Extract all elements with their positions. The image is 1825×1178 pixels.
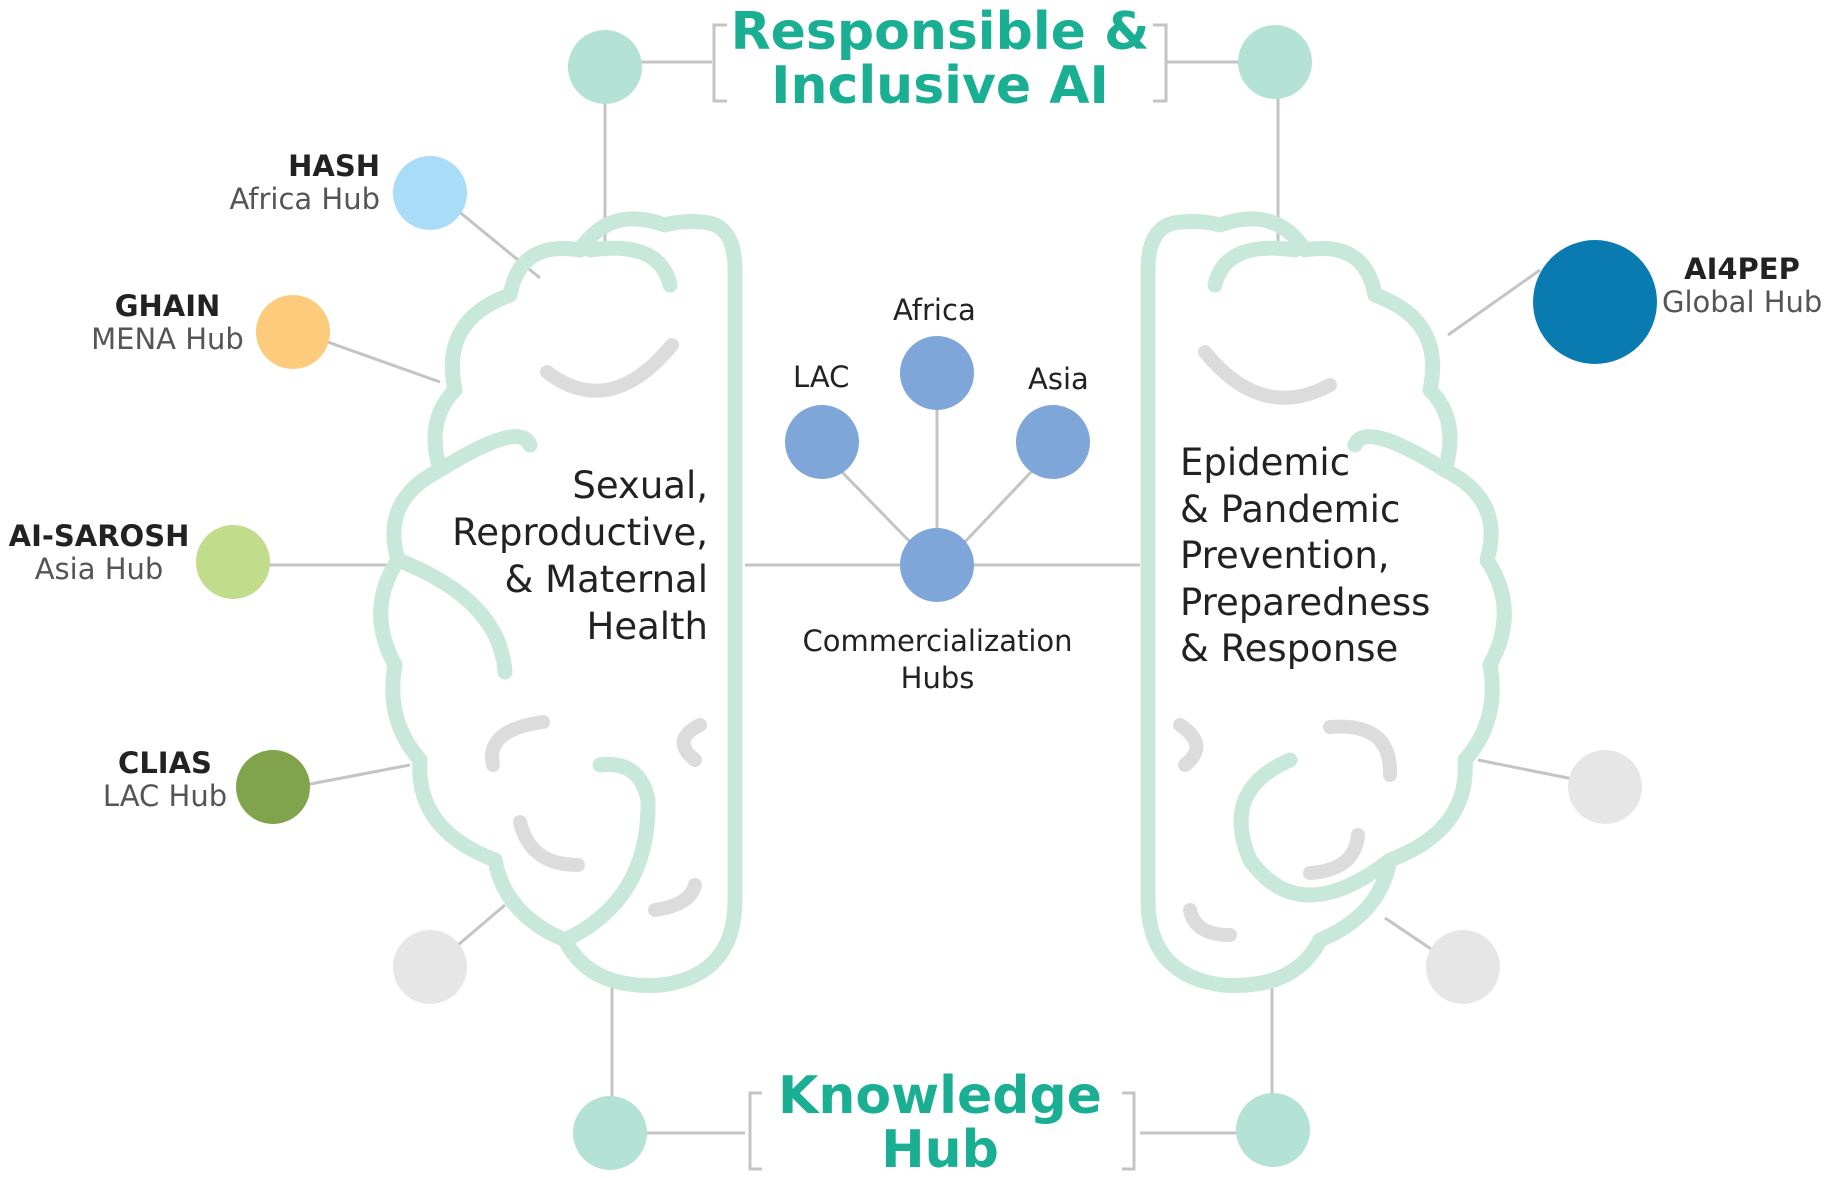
right-theme-line-1: Epidemic [1180, 441, 1351, 484]
ai-sarosh-label: AI-SAROSH Asia Hub [8, 519, 190, 587]
left-theme-line-3: & Maternal [504, 557, 708, 601]
left-brain-inner-folds [390, 240, 678, 948]
right-theme-line-2: & Pandemic [1180, 487, 1401, 531]
left-gray-fold-3 [513, 815, 585, 872]
hash-region: Africa Hub [229, 182, 380, 217]
asia-link [960, 468, 1035, 547]
brackets [712, 23, 1168, 1171]
gray-node-right-2 [1426, 930, 1500, 1004]
nodes [196, 25, 1657, 1170]
africa-node [900, 336, 974, 410]
left-fold-4 [557, 756, 656, 948]
ghain-connector [321, 338, 441, 384]
bottom-right-bracket [1122, 1091, 1136, 1171]
gray-node-left [393, 930, 467, 1004]
left-fold-1 [582, 240, 678, 293]
left-fold-2 [432, 429, 538, 478]
right-gray-fold-4 [1173, 718, 1204, 772]
top-title-line-1: Responsible & [730, 2, 1150, 62]
top-left-node [568, 30, 642, 104]
right-theme-line-3: Prevention, [1180, 534, 1390, 578]
hash-node [393, 156, 467, 230]
right-gray-fold-2 [1323, 719, 1398, 782]
top-title-line-2: Inclusive AI [771, 56, 1109, 116]
ghain-name: GHAIN [114, 289, 221, 323]
lac-label: LAC [793, 360, 850, 394]
africa-label: Africa [893, 293, 976, 327]
right-theme-line-5: & Response [1180, 627, 1399, 671]
bottom-title: Knowledge Hub [740, 1070, 1140, 1176]
right-fold-1 [1207, 240, 1303, 293]
bottom-left-node [573, 1096, 647, 1170]
ai-sarosh-node [196, 525, 270, 599]
left-gray-fold-4 [676, 718, 707, 767]
left-gray-fold-5 [648, 878, 702, 917]
right-brain-inner-folds [1207, 240, 1453, 903]
hash-label: HASH Africa Hub [185, 149, 380, 217]
top-title: Responsible & Inclusive AI [700, 6, 1180, 112]
left-theme-line-4: Health [586, 604, 709, 648]
right-brain [1140, 211, 1512, 993]
commercialization-label: Commercialization Hubs [790, 623, 1085, 697]
left-fold-3 [390, 552, 513, 680]
clias-region: LAC Hub [102, 779, 228, 814]
asia-label: Asia [1028, 362, 1089, 396]
ghain-label: GHAIN MENA Hub [80, 289, 255, 357]
clias-node [236, 750, 310, 824]
clias-connector [304, 763, 411, 787]
left-theme-text: Sexual, Reproductive, & Maternal Health [440, 463, 708, 651]
lac-link [838, 468, 915, 547]
top-right-node [1238, 25, 1312, 99]
ai4pep-node [1533, 240, 1657, 364]
hash-name: HASH [288, 149, 380, 183]
bottom-title-line-1: Knowledge [778, 1066, 1102, 1126]
commercialization-center-node [900, 528, 974, 602]
asia-node [1016, 405, 1090, 479]
ai4pep-name: AI4PEP [1684, 252, 1800, 286]
clias-name: CLIAS [118, 746, 212, 780]
right-theme-line-4: Preparedness [1180, 580, 1431, 624]
bottom-left-bracket [748, 1091, 762, 1171]
ai4pep-label: AI4PEP Global Hub [1662, 252, 1823, 320]
top-right-bracket [1153, 23, 1168, 103]
ghain-region: MENA Hub [91, 322, 244, 357]
left-gray-fold-1 [540, 338, 679, 398]
ai-sarosh-region: Asia Hub [34, 552, 164, 587]
gray-node-right-1 [1568, 750, 1642, 824]
left-theme-line-2: Reproductive, [452, 510, 708, 554]
ai4pep-connector [1447, 268, 1541, 337]
left-brain [373, 211, 743, 993]
right-gray-fold-1 [1198, 345, 1337, 405]
left-brain-gray-folds [485, 338, 707, 917]
right-fold-3 [1233, 752, 1398, 903]
commercialization-label-line-1: Commercialization [802, 624, 1073, 658]
ai-sarosh-name: AI-SAROSH [8, 519, 190, 553]
lac-node [785, 405, 859, 479]
right-gray-connector-1 [1477, 758, 1579, 782]
right-brain-gray-folds [1173, 345, 1398, 942]
left-theme-line-1: Sexual, [572, 464, 708, 507]
right-brain-outline [1140, 211, 1512, 993]
bottom-left-gray-connector [457, 903, 506, 947]
clias-label: CLIAS LAC Hub [90, 746, 240, 814]
right-fold-2 [1347, 429, 1453, 478]
left-gray-fold-2 [485, 715, 550, 772]
left-brain-outline [373, 211, 743, 993]
right-theme-text: Epidemic & Pandemic Prevention, Prepared… [1180, 440, 1500, 673]
right-gray-fold-3 [1303, 828, 1365, 880]
ai4pep-region: Global Hub [1662, 285, 1823, 320]
ghain-node [256, 295, 330, 369]
right-gray-fold-5 [1183, 903, 1237, 942]
top-left-bracket [712, 23, 727, 103]
commercialization-label-line-2: Hubs [900, 660, 975, 695]
bottom-right-node [1236, 1093, 1310, 1167]
bottom-title-line-2: Hub [881, 1120, 999, 1178]
